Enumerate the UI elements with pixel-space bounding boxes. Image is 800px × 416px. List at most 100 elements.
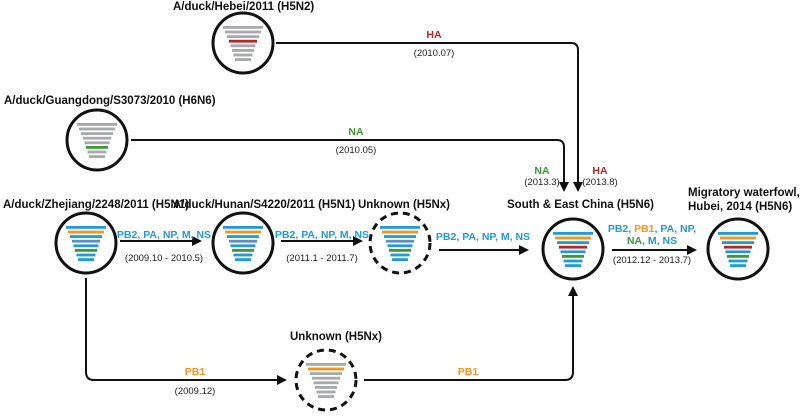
segment-bar-m [233, 253, 253, 257]
node-title-southeast: South & East China (H5N6) [507, 199, 654, 211]
sep: , [674, 223, 681, 235]
virus-circle [368, 211, 432, 275]
virus-hebei [211, 11, 275, 75]
segment-bar-other [316, 390, 336, 394]
virus-zhejiang [54, 211, 118, 275]
segment-bar-other [315, 386, 337, 389]
segment-bar-ns [730, 264, 746, 267]
segment-bar-na [389, 249, 411, 252]
node-title-migratory-line2: Hubei, 2014 (H5N6) [688, 201, 793, 213]
edge-label-hunan-unknown1-date: (2011.1 - 2011.7) [286, 253, 358, 264]
segment-bar-other [87, 150, 107, 154]
segment-bar-other [227, 35, 259, 38]
edge-label-se-na-segment: NA [534, 165, 550, 177]
seg-np: NP [680, 223, 694, 235]
segment-bar-other [223, 26, 263, 29]
virus-circle [211, 11, 275, 75]
segment-bar-other [84, 141, 110, 145]
virus-circle [54, 211, 118, 275]
segment-bar-h5 [386, 239, 414, 243]
segment-bar-other [232, 49, 254, 52]
segment-bar-np [725, 250, 751, 254]
segment-bar-pb2 [66, 226, 106, 229]
edge-label-zhejiang-hunan-date: (2009.10 - 2010.5) [124, 253, 204, 264]
seg-ns: NS [662, 235, 678, 247]
sep: , [642, 235, 648, 247]
segment-bar-other [225, 30, 261, 34]
edge-label-zhejiang-hunan-segments: PB2, PA, NP, M, NS [116, 229, 212, 241]
edge-hebei-to-southeast [276, 42, 583, 192]
edge-label-unknown2-se-segment: PB1 [457, 366, 479, 378]
segment-bar-pb1 [68, 230, 104, 234]
node-title-zhejiang: A/duck/Zhejiang/2248/2011 (H5N1) [3, 199, 189, 211]
seg-na: NA [626, 235, 643, 247]
segment-bar-other [313, 381, 339, 385]
edge-unknown2-to-southeast [364, 286, 578, 381]
segment-bar-other [79, 127, 115, 131]
segment-bar-na [727, 255, 749, 258]
segment-bar-pb2 [223, 226, 263, 229]
edge-label-se-migratory-line1: PB2, PB1, PA, NP, [608, 223, 696, 235]
seg-pb1: PB1 [634, 223, 655, 235]
edge-label-zhejiang-unknown2-date: (2009.12) [174, 386, 216, 397]
segment-bar-na [562, 255, 584, 258]
segment-bar-pa [557, 241, 589, 244]
edge-zhejiang-to-unknown2 [85, 278, 287, 385]
edge-guangdong-to-southeast [131, 139, 569, 192]
segment-bar-h5 [229, 239, 257, 243]
segment-bar-ha [229, 39, 257, 43]
edge-label-se-migratory-line2: NA, M, NS [627, 235, 677, 247]
seg-pb2: PB2 [607, 223, 629, 235]
segment-bar-ns [235, 258, 251, 261]
segment-bar-other [89, 155, 105, 158]
connectors [85, 42, 697, 385]
virus-guangdong [65, 108, 129, 172]
segment-bar-other [77, 123, 117, 126]
segment-bar-ns [78, 258, 94, 261]
edge-label-hebei-date: (2010.07) [413, 48, 455, 59]
virus-unknown2 [294, 348, 358, 412]
edge-label-unknown1-se-segments: PB2, PA, NP, M, NS [435, 231, 531, 243]
segment-bar-pb2 [380, 226, 420, 229]
segment-bar-np [387, 244, 413, 248]
node-title-guangdong: A/duck/Guangdong/S3073/2010 (H6N6) [4, 95, 216, 107]
segment-bar-other [230, 44, 256, 48]
segment-bar-ha [724, 245, 752, 249]
segment-bar-na [232, 249, 254, 252]
segment-bar-ns [392, 258, 408, 261]
virus-southeast [541, 217, 605, 281]
segment-bar-pa [227, 235, 259, 238]
segment-bar-pb1 [720, 236, 756, 240]
virus-circle [294, 348, 358, 412]
edge-label-hunan-unknown1-segments: PB2, PA, NP, M, NS [274, 229, 370, 241]
node-title-hunan: A/duck/Hunan/S4220/2011 (H5N1) [173, 199, 356, 211]
seg-m: M [647, 235, 657, 247]
node-title-migratory-line1: Migratory waterfowl, [688, 187, 800, 199]
segment-bar-na [75, 249, 97, 252]
segment-bar-na [86, 146, 108, 149]
edge-label-guangdong-segment: NA [348, 126, 364, 138]
node-title-unknown1: Unknown (H5Nx) [358, 199, 450, 211]
virus-circle [65, 108, 129, 172]
edge-label-zhejiang-unknown2-segment: PB1 [184, 366, 206, 378]
segment-bar-other [81, 132, 113, 135]
virus-circle [706, 217, 770, 281]
segment-bar-pa [70, 235, 102, 238]
virus-circle [541, 217, 605, 281]
node-title-unknown2: Unknown (H5Nx) [290, 331, 382, 343]
segment-bar-pa [384, 235, 416, 238]
segment-bar-pb2 [718, 232, 758, 235]
virus-circle [211, 211, 275, 275]
edge-label-guangdong-date: (2010.05) [335, 145, 377, 156]
edge-label-se-na-date: (2013.3) [524, 177, 560, 188]
seg-pa: PA [660, 223, 675, 235]
segment-bar-pb1 [308, 367, 344, 371]
segment-bar-pb1 [382, 230, 418, 234]
segment-bar-other [233, 53, 253, 57]
virus-hunan [211, 211, 275, 275]
edge-label-hebei-segment: HA [426, 29, 442, 41]
sep: , [656, 235, 663, 247]
segment-bar-np [560, 250, 586, 254]
segment-bar-m [728, 259, 748, 263]
